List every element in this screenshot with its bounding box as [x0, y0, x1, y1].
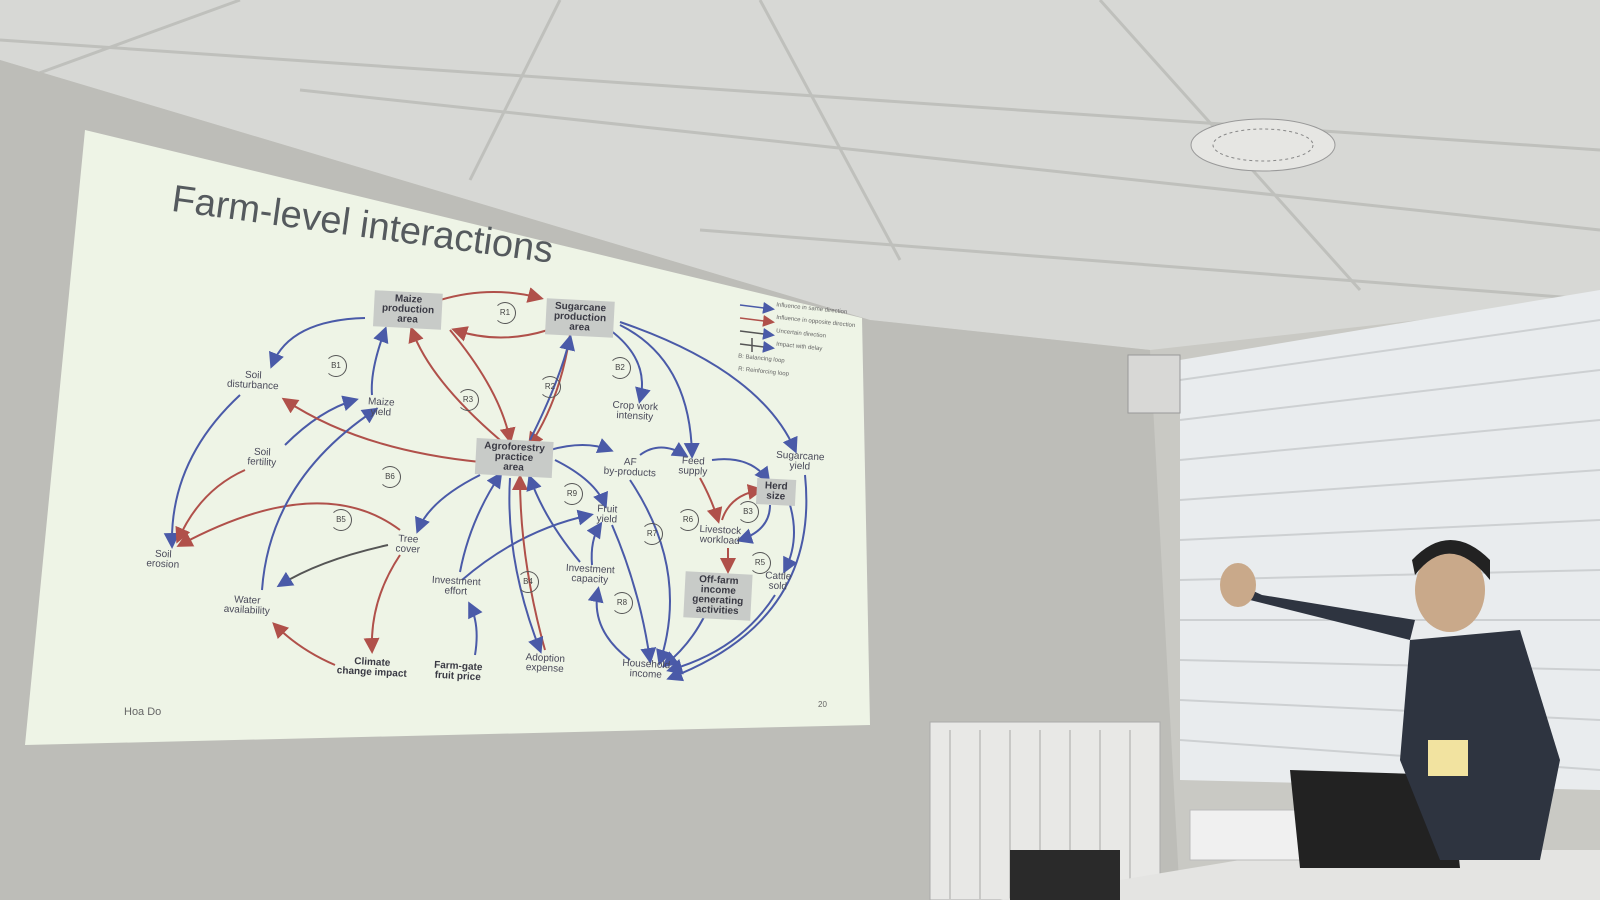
slide-page-number: 20 [818, 700, 827, 709]
legend-lines [739, 301, 775, 353]
diagram-node: Sugarcane yield [775, 449, 825, 473]
loop-label: R8 [611, 592, 633, 614]
presenter [1220, 540, 1560, 860]
diagram-node: Soil erosion [146, 548, 180, 571]
loop-label: R9 [561, 483, 583, 505]
loop-label: B4 [517, 571, 539, 593]
diagram-node: Crop work intensity [612, 399, 659, 423]
ceiling-grid [0, 0, 1600, 302]
loop-label: B3 [737, 501, 759, 523]
diagram-node: Livestock workload [699, 523, 742, 548]
diagram-node: Farm-gate fruit price [433, 659, 483, 684]
diagram-node: Fruit yield [596, 503, 618, 526]
slide-surface [25, 130, 870, 745]
diagram-node: Adoption expense [525, 651, 566, 675]
causal-arrows [163, 287, 808, 682]
diagram-node: Maize production area [372, 290, 444, 330]
diagram-node: Herd size [755, 478, 797, 506]
diagram-node: Investment effort [431, 574, 482, 598]
diagram-node: Maize yield [367, 396, 395, 419]
wall-speaker [1127, 354, 1181, 414]
diagram-node: Cattle sold [764, 570, 792, 593]
loop-label: R6 [677, 509, 699, 531]
diagram-node: Investment capacity [565, 562, 616, 586]
loop-label: B2 [609, 357, 631, 379]
loop-label: R2 [539, 376, 561, 398]
loop-label: R5 [749, 552, 771, 574]
slide-author: Hoa Do [124, 706, 162, 718]
diagram-node: Water availability [223, 594, 271, 618]
ceiling-vent [1190, 118, 1336, 172]
diagram-node: Tree cover [395, 533, 421, 556]
loop-label: B5 [330, 509, 352, 531]
diagram-node: Sugarcane production area [544, 298, 616, 338]
diagram-node: AF by-products [603, 456, 657, 480]
loop-label: B6 [379, 466, 401, 488]
diagram-node: Feed supply [678, 455, 708, 478]
loop-label: R1 [494, 302, 516, 324]
printer [1189, 809, 1301, 861]
diagram-node: Household income [622, 657, 671, 681]
diagram-node: Soil disturbance [226, 369, 279, 393]
loop-label: B1 [325, 355, 347, 377]
loop-label: R3 [457, 389, 479, 411]
ceiling [0, 0, 1600, 350]
diagram-node: Soil fertility [247, 446, 277, 469]
chair [1010, 850, 1120, 900]
loop-label: R7 [641, 523, 663, 545]
name-badge [1428, 740, 1468, 776]
diagram-node: Climate change impact [336, 656, 408, 680]
diagram-node: Agroforestry practice area [474, 438, 554, 478]
diagram-node: Off-farm income generating activities [683, 571, 753, 621]
